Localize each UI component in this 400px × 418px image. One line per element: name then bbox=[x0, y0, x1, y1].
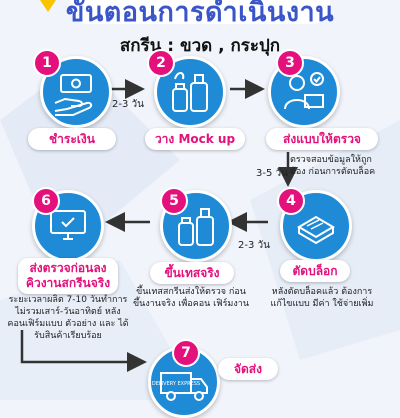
delivery-truck-icon: DELIVERY EXPRESS bbox=[152, 372, 208, 401]
step-3-description: ตรวจสอบข้อมูลให้ถูก ต้อง ก่อนการตัดบล็อค bbox=[290, 155, 376, 177]
step-4-description: หลังตัดบล็อคแล้ว ต้องการแก้ไขแบบ มีค่า ใ… bbox=[270, 287, 374, 309]
step-5-description: ขึ้นเทสสกรีนส่งให้ตรวจ ก่อนขึ้นงานจริง เ… bbox=[133, 287, 249, 309]
duration-4-5: 2-3 วัน bbox=[238, 240, 270, 251]
highlight-triangle bbox=[40, 0, 56, 12]
step-7-badge: 7 bbox=[172, 339, 200, 367]
step-1-label: ชำระเงิน bbox=[28, 128, 116, 150]
step-6-description: ระยะเวลาผลิต 7-10 วันทำการ ไม่รวมเสาร์-ว… bbox=[7, 295, 129, 341]
person-laptop-icon bbox=[284, 72, 324, 110]
title-band bbox=[70, 0, 330, 24]
bottles-icon bbox=[172, 72, 208, 112]
step-5-label: ขึ้นเทสจริง bbox=[150, 262, 234, 284]
step-3-label: ส่งแบบให้ตรวจ bbox=[266, 128, 378, 150]
step-5-circle bbox=[160, 190, 232, 262]
arrow-6-7 bbox=[20, 330, 147, 372]
truck-text: DELIVERY EXPRESS bbox=[152, 381, 200, 387]
step-2-badge: 2 bbox=[147, 49, 175, 77]
step-2-label: วาง Mock up bbox=[145, 128, 245, 150]
computer-check-icon bbox=[50, 210, 86, 240]
step-6-label-line1: ส่งตรวจก่อนลง bbox=[29, 261, 107, 275]
bottles-icon bbox=[178, 208, 214, 246]
step-5-badge: 5 bbox=[160, 187, 188, 215]
duration-1-2: 2-3 วัน bbox=[112, 99, 144, 110]
step-3-badge: 3 bbox=[276, 49, 304, 77]
hand-money-icon bbox=[54, 74, 93, 116]
step-1-badge: 1 bbox=[33, 49, 61, 77]
step-6-label: ส่งตรวจก่อนลง คิวงานสกรีนจริง bbox=[18, 258, 118, 294]
page-title: ขั้นตอนการดำเนินงาน bbox=[65, 0, 335, 28]
step-4-label: ตัดบล็อก bbox=[280, 260, 350, 282]
screen-block-icon bbox=[297, 215, 335, 245]
step-4-badge: 4 bbox=[277, 187, 305, 215]
step-6-badge: 6 bbox=[32, 187, 60, 215]
step-7-label: จัดส่ง bbox=[218, 358, 278, 380]
step-6-label-line2: คิวงานสกรีนจริง bbox=[25, 276, 111, 290]
duration-3-4: 3-5 วัน bbox=[256, 168, 288, 179]
